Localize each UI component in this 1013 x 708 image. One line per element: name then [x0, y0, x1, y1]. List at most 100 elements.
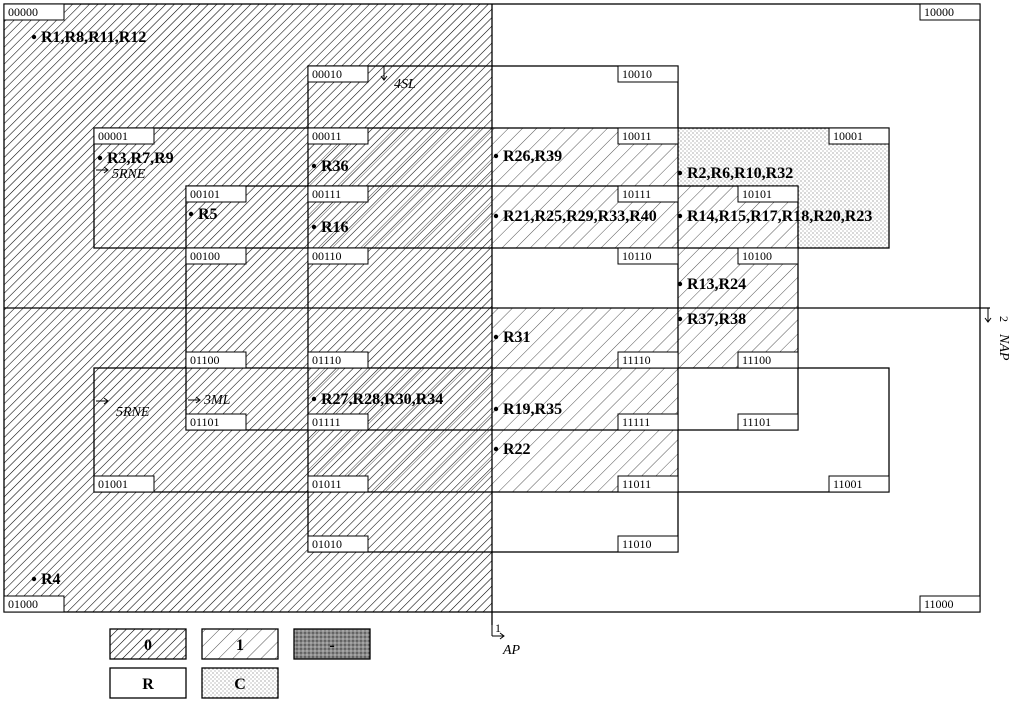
legend-label: 1: [236, 637, 244, 654]
cell-code-11010: 11010: [617, 535, 679, 553]
rule-label: R4: [31, 571, 61, 588]
cell-code-text: 10010: [622, 67, 652, 81]
rule-label: R31: [493, 329, 531, 346]
rule-text: R21,R25,R29,R33,R40: [503, 208, 657, 225]
cell-code-text: 00011: [312, 129, 342, 143]
legend-item: C: [201, 667, 279, 699]
rule-text: R31: [503, 329, 531, 346]
legend-label: R: [142, 676, 154, 693]
rule-label: R27,R28,R30,R34: [311, 391, 443, 408]
rule-text: R19,R35: [503, 401, 562, 418]
cell-code-text: 00110: [312, 249, 342, 263]
cell-code-00011: 00011: [307, 127, 369, 145]
cell-code-01100: 01100: [185, 351, 247, 369]
legend-label: C: [234, 676, 246, 693]
cell-code-01011: 01011: [307, 475, 369, 493]
cell-code-text: 00001: [98, 129, 128, 143]
cell-code-01010: 01010: [307, 535, 369, 553]
cell-code-10111: 10111: [617, 185, 679, 203]
rule-bullet: [31, 576, 37, 582]
variable-markers: [96, 66, 992, 640]
cell-code-text: 00100: [190, 249, 220, 263]
cell-code-text: 10101: [742, 187, 772, 201]
cell-code-01000: 01000: [3, 595, 65, 613]
cell-code-text: 01110: [312, 353, 341, 367]
cell-code-11000: 11000: [919, 595, 981, 613]
rule-bullet: [493, 446, 499, 452]
cell-code-text: 11001: [833, 477, 863, 491]
rule-text: R2,R6,R10,R32: [687, 165, 793, 182]
rule-bullet: [677, 281, 683, 287]
cell-code-01111: 01111: [307, 413, 369, 431]
rule-label: R16: [311, 219, 349, 236]
cell-code-text: 01111: [312, 415, 341, 429]
cell-code-10110: 10110: [617, 247, 679, 265]
cell-code-11100: 11100: [737, 351, 799, 369]
cell-code-text: 11111: [622, 415, 650, 429]
rule-label: R2,R6,R10,R32: [677, 165, 793, 182]
rule-text: R4: [41, 571, 61, 588]
rule-text: R5: [198, 206, 218, 223]
cell-code-11111: 11111: [617, 413, 679, 431]
legend-label: 0: [144, 637, 152, 654]
legend-item: 1: [201, 628, 279, 660]
rule-label: R36: [311, 158, 349, 175]
cell-code-00111: 00111: [307, 185, 369, 203]
sl-label: 4SL: [394, 77, 416, 92]
cell-code-01110: 01110: [307, 351, 369, 369]
cell-code-text: 10110: [622, 249, 652, 263]
rule-label: R21,R25,R29,R33,R40: [493, 208, 657, 225]
rule-bullet: [677, 316, 683, 322]
rule-label: R5: [188, 206, 218, 223]
ml-label: 3ML: [203, 393, 231, 408]
cell-code-11011: 11011: [617, 475, 679, 493]
cell-code-10001: 10001: [828, 127, 890, 145]
cell-code-00100: 00100: [185, 247, 247, 265]
cell-code-text: 00101: [190, 187, 220, 201]
cell-code-text: 11011: [622, 477, 651, 491]
legend-item: 0: [109, 628, 187, 660]
legend-label: -: [329, 637, 334, 654]
cell-code-text: 11101: [742, 415, 771, 429]
rule-label: R1,R8,R11,R12: [31, 29, 146, 46]
cell-code-00101: 00101: [185, 185, 247, 203]
rule-bullet: [188, 211, 194, 217]
cell-code-text: 01011: [312, 477, 342, 491]
rule-text: R14,R15,R17,R18,R20,R23: [687, 208, 872, 225]
rule-label: R26,R39: [493, 148, 562, 165]
rule-text: R1,R8,R11,R12: [41, 29, 146, 46]
rule-bullet: [311, 224, 317, 230]
cell-code-text: 00000: [8, 5, 38, 19]
rule-bullet: [677, 170, 683, 176]
rule-bullet: [31, 34, 37, 40]
rule-label: R19,R35: [493, 401, 562, 418]
rule-label: R22: [493, 441, 531, 458]
legend: 0 1 - R C: [109, 628, 371, 699]
cell-code-10101: 10101: [737, 185, 799, 203]
cell-code-text: 10100: [742, 249, 772, 263]
cell-code-text: 11110: [622, 353, 651, 367]
rule-bullet: [493, 153, 499, 159]
cell-code-text: 00010: [312, 67, 342, 81]
rule-label: R3,R7,R9: [97, 150, 174, 167]
rule-text: R27,R28,R30,R34: [321, 391, 443, 408]
legend-item: -: [293, 628, 371, 660]
cell-code-00001: 00001: [93, 127, 155, 145]
rne-label-bottom: 5RNE: [116, 405, 150, 420]
cell-code-10010: 10010: [617, 65, 679, 83]
cell-code-text: 01100: [190, 353, 220, 367]
rule-bullet: [493, 213, 499, 219]
rule-text: R16: [321, 219, 349, 236]
rule-text: R36: [321, 158, 349, 175]
rule-bullet: [311, 163, 317, 169]
rule-text: R26,R39: [503, 148, 562, 165]
rule-bullet: [493, 334, 499, 340]
rne-label-top: 5RNE: [112, 167, 146, 182]
cell-code-text: 11010: [622, 537, 652, 551]
rule-bullet: [493, 406, 499, 412]
cell-code-text: 11100: [742, 353, 771, 367]
rule-bullet: [311, 396, 317, 402]
